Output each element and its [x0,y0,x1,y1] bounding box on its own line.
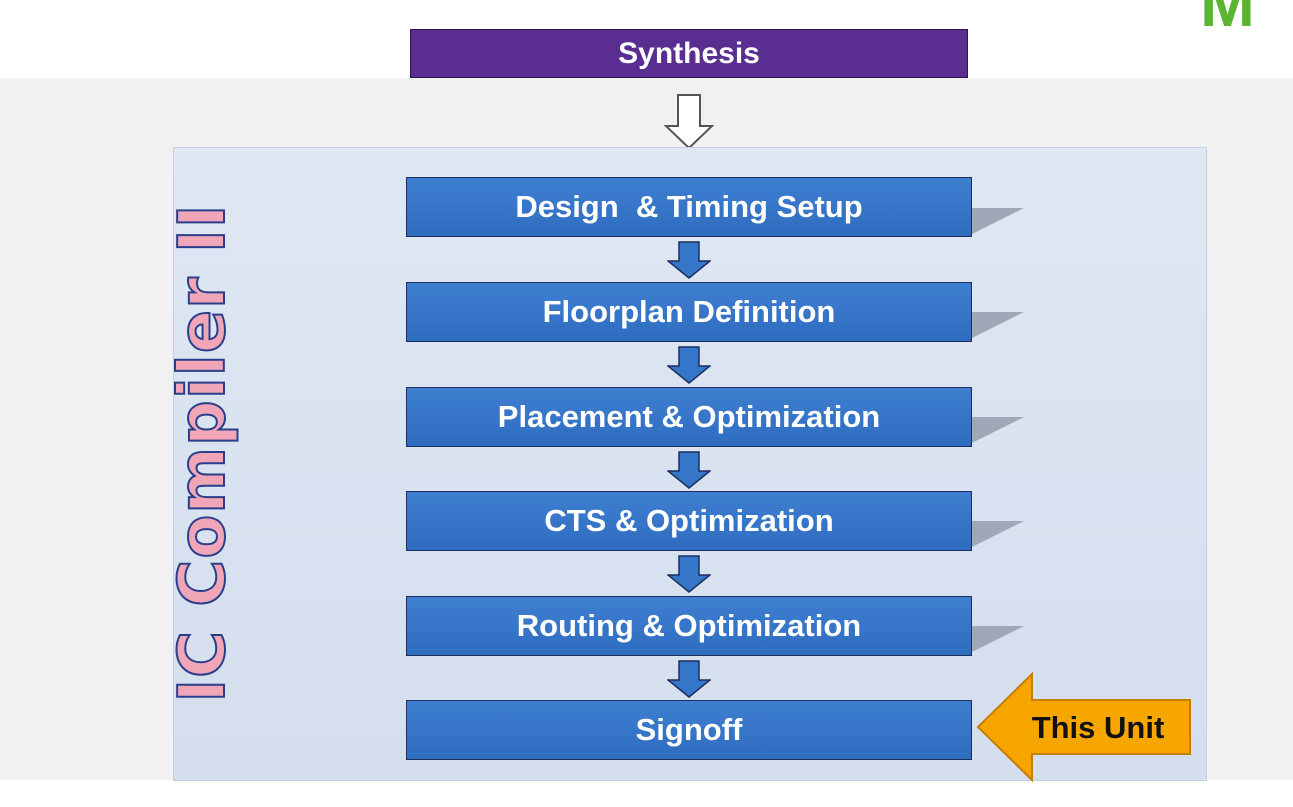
synthesis-box: Synthesis [410,29,968,78]
blue-down-arrow-icon [667,555,711,593]
blue-down-arrow-icon [667,241,711,279]
stage-routing-optimization: Routing & Optimization [406,596,972,656]
stage-floorplan-definition: Floorplan Definition [406,282,972,342]
stage-label: Signoff [635,712,743,747]
stage-design-timing-setup: Design & Timing Setup [406,177,972,237]
stage-shadow [972,417,1024,443]
stage-shadow [972,626,1024,652]
stage-shadow [972,312,1024,338]
blue-down-arrow-icon [667,660,711,698]
stage-shadow [972,521,1024,547]
stage-label: Design & Timing Setup [515,189,863,224]
ic-compiler-vertical-title: IC Compiler II [165,202,241,703]
blue-down-arrow-icon [667,346,711,384]
company-logo: M [1200,0,1255,40]
stage-cts-optimization: CTS & Optimization [406,491,972,551]
stage-placement-optimization: Placement & Optimization [406,387,972,447]
blue-down-arrow-icon [667,451,711,489]
left-block-arrow-icon [976,672,1191,782]
synthesis-label: Synthesis [618,36,760,70]
stage-label: Floorplan Definition [542,294,836,329]
this-unit-callout-label: This Unit [1031,710,1165,745]
stage-label: CTS & Optimization [544,503,834,538]
hollow-down-arrow-icon [664,94,714,150]
stage-shadow [972,208,1024,234]
stage-label: Routing & Optimization [516,608,862,643]
stage-signoff: Signoff [406,700,972,760]
stage-label: Placement & Optimization [497,399,881,434]
